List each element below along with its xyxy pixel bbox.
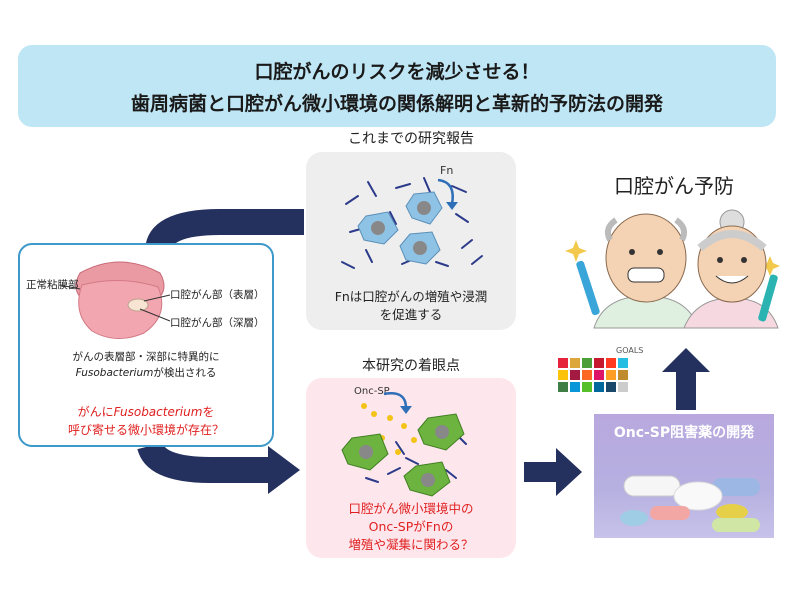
grandma-figure xyxy=(683,209,779,329)
sdgs-logo: GOALS xyxy=(556,346,658,408)
title-line-2: 歯周病菌と口腔がん微小環境の関係解明と革新的予防法の開発 xyxy=(130,93,663,115)
cancer-cell-blue-1 xyxy=(405,191,443,225)
arrow-up-stem xyxy=(676,370,696,410)
sdgs-grid xyxy=(558,358,628,392)
finding-text-2: Fusobacteriumが検出される xyxy=(20,365,272,380)
previous-research-panel: Fn Fnは口腔がんの増殖や浸潤 を促進する xyxy=(306,152,516,330)
label-cancer-surface: 口腔がん部（表層） xyxy=(170,289,265,301)
tongue-shape xyxy=(78,279,163,339)
this-study-text-2: Onc-SPがFnの xyxy=(368,519,454,534)
cancer-cell-green-1 xyxy=(417,413,465,451)
cancer-cell-green-2 xyxy=(341,433,389,471)
question-text-2: 呼び寄せる微小環境が存在？ xyxy=(67,423,224,437)
tongue-illustration xyxy=(59,261,171,339)
label-normal-mucosa: 正常粘膜部 xyxy=(26,279,79,291)
arrow-curve-bottom xyxy=(137,441,270,483)
onc-sp-arrow-icon xyxy=(383,392,408,409)
this-study-illustration: Onc-SP xyxy=(341,386,467,497)
finding-fuso-rest: が検出される xyxy=(153,367,217,379)
prevention-title: 口腔がん予防 xyxy=(614,174,734,198)
cancer-cell-green-3 xyxy=(403,461,451,497)
elderly-couple-illustration xyxy=(565,209,780,329)
label-cancer-deep: 口腔がん部（深層） xyxy=(170,317,265,329)
this-study-panel: Onc-SP 口腔がん微小環境中の Onc-SPがFnの 増殖や凝集に関わる？ xyxy=(306,378,516,558)
fn-arrow-icon xyxy=(437,178,454,205)
arrow-up-head xyxy=(662,348,710,372)
fn-bacteria-rods-2 xyxy=(365,433,467,483)
previous-research-caption: これまでの研究報告 xyxy=(348,131,474,147)
question-fuso-italic: Fusobacterium xyxy=(113,405,203,419)
finding-fuso-italic: Fusobacterium xyxy=(75,367,154,379)
tumor-spot xyxy=(127,298,149,312)
grandpa-figure xyxy=(576,213,699,329)
pill-capsules xyxy=(620,475,760,532)
cancer-cell-blue-2 xyxy=(357,211,399,245)
arrow-head-bottom xyxy=(268,446,300,494)
this-study-text-1: 口腔がん微小環境中の xyxy=(348,501,474,516)
question-text-1: がんにFusobacteriumを xyxy=(20,403,272,420)
question-post: を xyxy=(202,405,215,419)
title-line-1: 口腔がんのリスクを減少させる！ xyxy=(254,61,540,83)
title-banner: 口腔がんのリスクを減少させる！ 歯周病菌と口腔がん微小環境の関係解明と革新的予防… xyxy=(18,45,776,127)
drug-title: Onc-SP阻害薬の開発 xyxy=(613,425,755,441)
drug-development-panel: Onc-SP阻害薬の開発 xyxy=(594,414,774,538)
question-pre: がんに xyxy=(77,405,114,419)
clinical-findings-panel: 正常粘膜部 口腔がん部（表層） 口腔がん部（深層） がんの表層部・深部に特異的に… xyxy=(18,243,274,447)
arrow-right-stem xyxy=(524,462,558,482)
fn-label: Fn xyxy=(440,164,453,177)
arrow-right-head xyxy=(556,448,582,496)
cancer-cell-blue-3 xyxy=(399,231,441,265)
this-study-text-3: 増殖や凝集に関わる？ xyxy=(348,537,474,552)
sdgs-goals-label: GOALS xyxy=(616,346,644,355)
previous-research-text-1: Fnは口腔がんの増殖や浸潤 xyxy=(334,289,488,304)
previous-research-text-2: を促進する xyxy=(379,307,443,322)
onc-sp-label: Onc-SP xyxy=(354,386,390,397)
pills-illustration xyxy=(620,475,760,532)
previous-research-illustration: Fn xyxy=(341,164,483,269)
finding-text-1: がんの表層部・深部に特異的に xyxy=(72,351,220,363)
this-study-caption: 本研究の着眼点 xyxy=(362,358,460,374)
